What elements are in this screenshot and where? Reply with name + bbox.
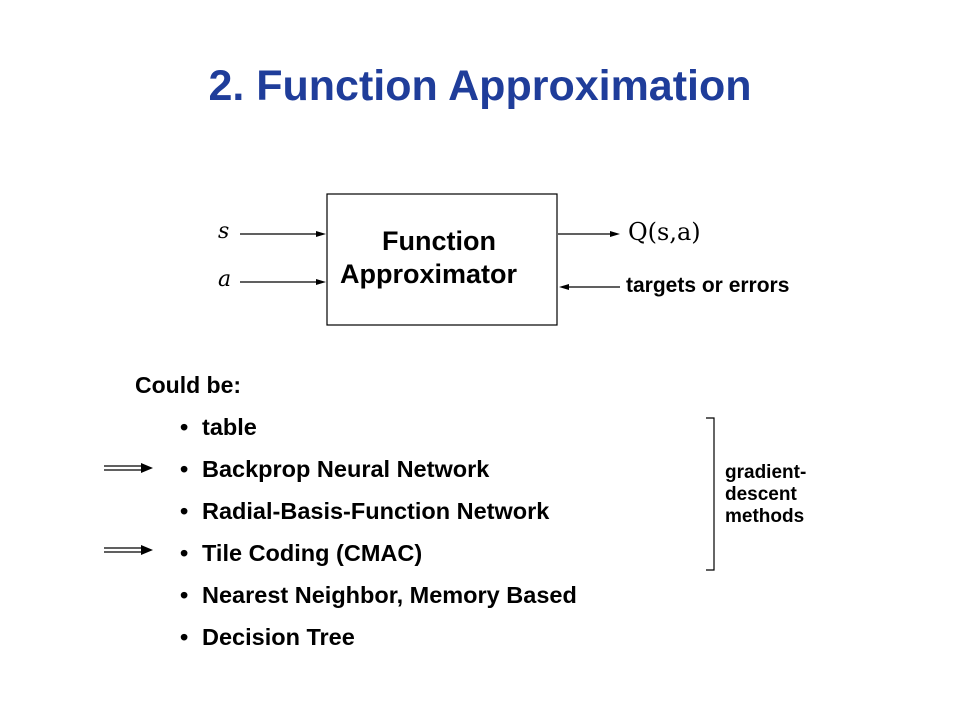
- list-heading: Could be:: [135, 372, 242, 398]
- list-item: • Radial-Basis-Function Network: [180, 492, 577, 534]
- bullet-dot: •: [180, 498, 189, 524]
- bracket-label-line: gradient-: [725, 462, 807, 483]
- slide-title: 2. Function Approximation: [208, 62, 752, 110]
- list-item: • Decision Tree: [180, 618, 577, 660]
- bullet-dot: •: [180, 624, 189, 650]
- pointer-arrow-backprop: [104, 463, 153, 473]
- output-arrowhead: [610, 231, 620, 237]
- list-item: • Nearest Neighbor, Memory Based: [180, 576, 577, 618]
- list-item: • table: [180, 408, 577, 450]
- box-label-approximator: Approximator: [340, 259, 518, 289]
- feedback-label: targets or errors: [626, 274, 790, 297]
- list-item: • Backprop Neural Network: [180, 450, 577, 492]
- list-item-label: Backprop Neural Network: [202, 456, 490, 482]
- bullet-dot: •: [180, 540, 189, 566]
- gradient-descent-bracket: [706, 417, 715, 571]
- bullet-dot: •: [180, 582, 189, 608]
- box-label-function: Function: [382, 226, 496, 256]
- bracket-label: gradient- descent methods: [725, 462, 806, 528]
- list-item: • Tile Coding (CMAC): [180, 534, 577, 576]
- feedback-arrowhead: [559, 284, 569, 290]
- pointer-arrow-tile-coding: [104, 545, 153, 555]
- list-item-label: Decision Tree: [202, 624, 355, 650]
- approximator-options-list: • table • Backprop Neural Network • Radial-…: [180, 408, 577, 660]
- input-a-arrowhead: [316, 279, 326, 285]
- input-s-arrowhead: [316, 231, 326, 237]
- input-s-label: s: [218, 219, 230, 244]
- bullet-dot: •: [180, 414, 189, 440]
- list-item-label: Tile Coding (CMAC): [202, 540, 423, 566]
- list-item-label: Radial-Basis-Function Network: [202, 498, 550, 524]
- output-q-label: Q(s,a): [628, 218, 701, 246]
- approximator-box: [326, 193, 558, 326]
- input-a-label: a: [218, 267, 232, 292]
- list-item-label: Nearest Neighbor, Memory Based: [202, 582, 577, 608]
- bracket-label-line: descent: [725, 484, 797, 505]
- bullet-dot: •: [180, 456, 189, 482]
- list-item-label: table: [202, 414, 257, 440]
- bracket-label-line: methods: [725, 506, 805, 527]
